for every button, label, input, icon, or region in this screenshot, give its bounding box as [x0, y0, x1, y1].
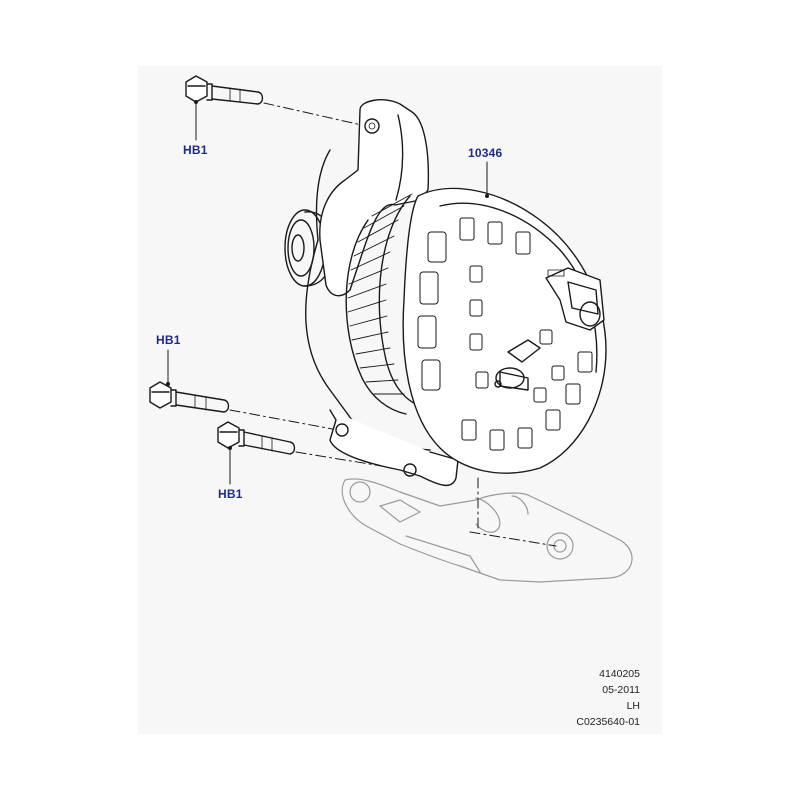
alternator-body — [284, 99, 607, 486]
reference-illustration-number: 4140205 — [599, 668, 640, 680]
engine-mounting-bracket — [341, 478, 633, 583]
reference-code: C0235640-01 — [576, 716, 640, 728]
callout-hb1-bottom: HB1 — [218, 487, 243, 501]
callout-hb1-top: HB1 — [183, 143, 208, 157]
bolt-top — [185, 75, 264, 105]
reference-side: LH — [626, 700, 640, 712]
callout-hb1-middle: HB1 — [156, 333, 181, 347]
reference-date: 05-2011 — [602, 684, 640, 696]
callout-alternator-10346: 10346 — [468, 146, 503, 160]
bolt-middle — [149, 381, 230, 413]
bolt-bottom — [217, 421, 296, 455]
